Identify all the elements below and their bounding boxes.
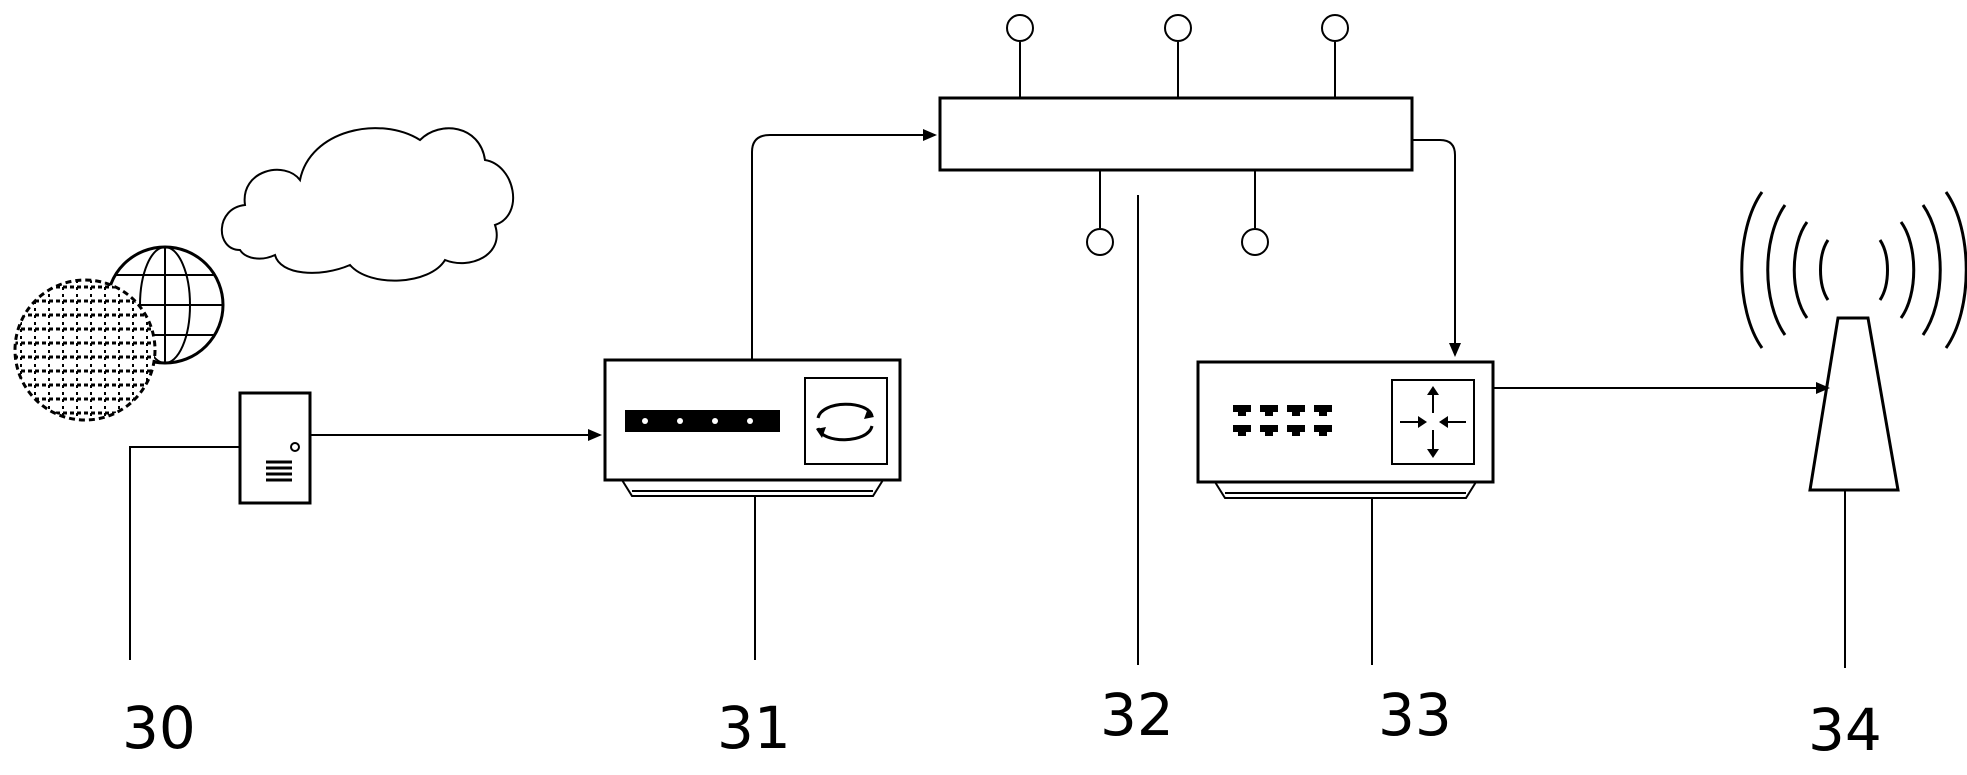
internet-globe-dashed-icon	[13, 278, 157, 422]
switch-icon	[1196, 360, 1495, 499]
ref-label-31: 31	[717, 694, 791, 762]
cloud-icon	[220, 127, 514, 282]
leader-line-30	[129, 446, 240, 660]
antenna-tower-icon	[1740, 191, 1967, 492]
gateway-device-icon	[238, 391, 312, 505]
link-router-bus	[751, 129, 937, 360]
router-icon	[603, 358, 902, 497]
ref-label-33: 33	[1378, 681, 1452, 749]
ref-label-34: 34	[1808, 696, 1882, 764]
bus-icon	[938, 14, 1414, 256]
internet-globe-icon	[105, 245, 225, 365]
link-bus-switch	[1412, 139, 1461, 357]
ref-label-32: 32	[1100, 681, 1174, 749]
ref-label-30: 30	[122, 694, 196, 762]
